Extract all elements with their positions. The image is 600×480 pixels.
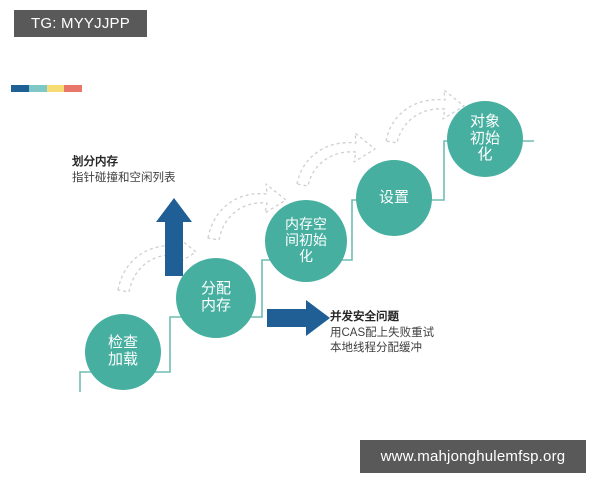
solid-arrow-group	[156, 198, 330, 336]
annotation-title: 并发安全问题	[330, 311, 399, 323]
annotation-line: 指针碰撞和空闲列表	[72, 172, 176, 184]
tg-watermark-badge: TG: MYYJJPP	[14, 10, 147, 37]
decorative-color-bar	[11, 85, 82, 92]
step-node-label: 间初始	[285, 232, 327, 249]
annotation-divide-memory: 划分内存 指针碰撞和空闲列表	[72, 153, 176, 186]
step-node-memory-space-init[interactable]: 内存空 间初始 化	[265, 200, 347, 282]
annotation-concurrency-safety: 并发安全问题 用CAS配上失败重试 本地线程分配缓冲	[330, 308, 434, 356]
step-node-label: 初始	[469, 129, 500, 147]
step-node-setup[interactable]: 设置	[356, 160, 432, 236]
color-bar-segment-4	[64, 85, 82, 92]
step-node-label: 加载	[107, 351, 138, 368]
step-node-object-init[interactable]: 对象 初始 化	[447, 101, 523, 177]
annotation-title: 划分内存	[72, 156, 118, 168]
right-arrow-icon	[267, 300, 330, 336]
step-node-label: 内存	[200, 297, 231, 314]
step-node-label: 化	[299, 247, 313, 264]
dashed-arrow-icon-2	[207, 183, 287, 241]
dashed-arrow-icon-3	[296, 132, 376, 187]
step-node-label: 对象	[469, 112, 500, 130]
color-bar-segment-2	[28, 85, 47, 92]
annotation-line: 本地线程分配缓冲	[330, 342, 422, 355]
step-node-allocate-memory[interactable]: 分配 内存	[176, 258, 256, 338]
up-arrow-icon	[156, 198, 192, 276]
color-bar-segment-3	[46, 85, 65, 92]
dashed-arrow-icon-1	[117, 235, 197, 293]
step-node-label: 内存空	[285, 216, 327, 233]
step-node-label: 分配	[200, 280, 231, 298]
color-bar-segment-1	[11, 85, 29, 92]
step-node-label: 化	[477, 146, 493, 164]
site-watermark-badge: www.mahjonghulemfsp.org	[360, 440, 586, 473]
step-node-label: 设置	[378, 188, 409, 206]
step-node-check-load[interactable]: 检查 加载	[85, 314, 161, 390]
step-node-label: 检查	[107, 334, 138, 352]
annotation-line: 用CAS配上失败重试	[330, 327, 435, 339]
